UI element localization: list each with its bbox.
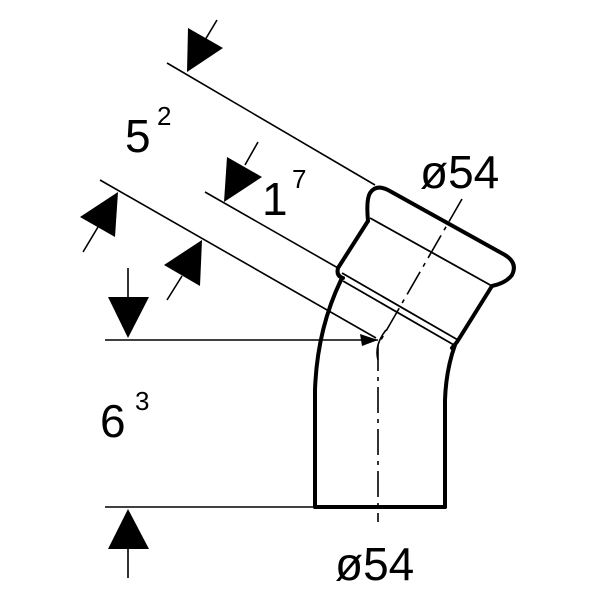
socket-band-line-1 [341,272,459,341]
extension-line-socket [204,191,339,269]
socket-outline [365,185,516,350]
arrow-6-3-bottom [108,509,149,578]
arrow-1-7 [224,141,262,202]
arrow-6-3-top [108,268,149,338]
socket-left-edge [335,219,370,280]
centerline-socket [377,198,463,346]
socket-band-line-2 [342,280,455,346]
arrow-1-7-bottom [164,240,202,301]
arrow-5-2-top [187,19,223,72]
extension-line-center [99,179,377,339]
diameter-bottom-label: ø54 [335,538,414,590]
pipe-right-wall [443,343,457,509]
arrow-5-2-bottom [80,192,118,253]
pipe-left-wall [313,278,343,509]
diameter-top-label: ø54 [420,146,499,198]
arrow-center-tip [360,329,387,361]
extension-line-top [166,62,376,186]
